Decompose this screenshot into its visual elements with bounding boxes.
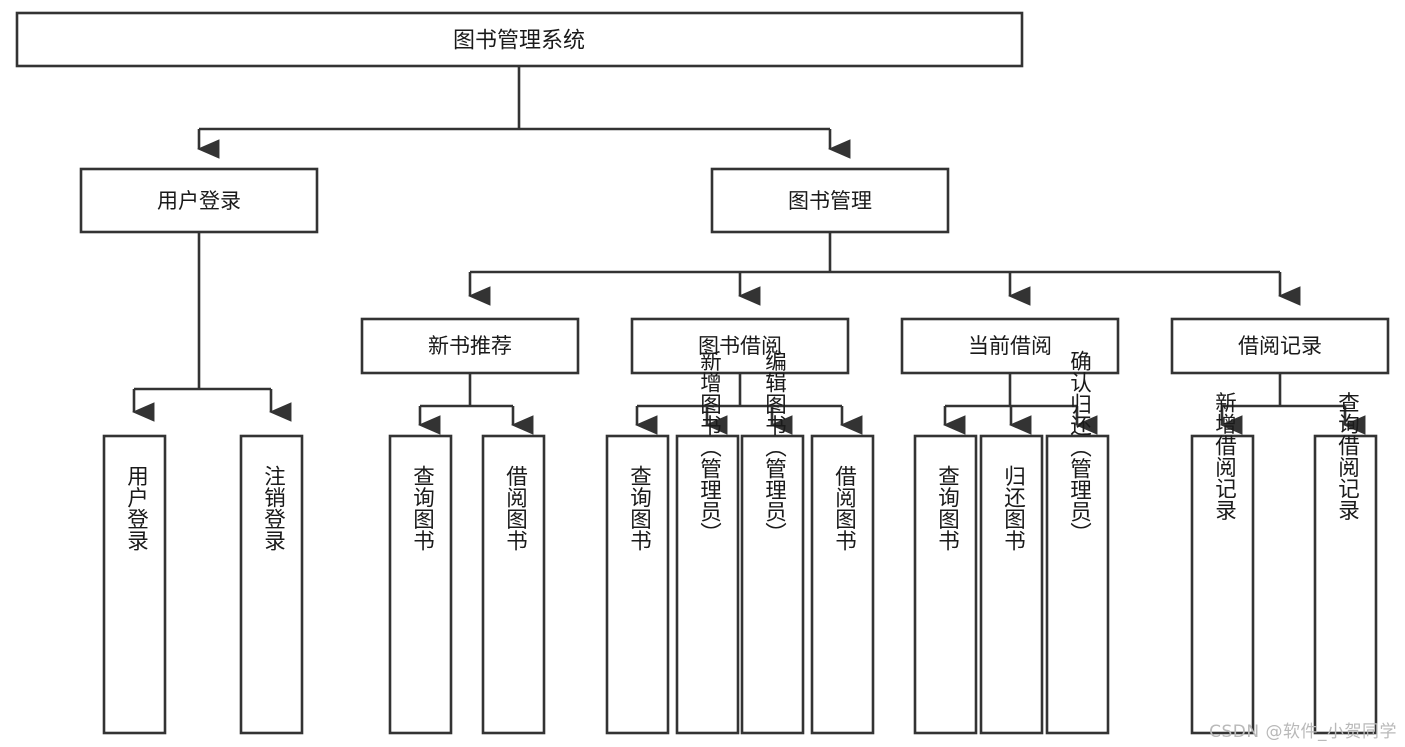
node-current-borrow-label: 当前借阅 xyxy=(968,334,1052,358)
leaf-query-book-1-box xyxy=(388,434,453,735)
csdn-watermark: CSDN @软件_小贺同学 xyxy=(1209,722,1397,742)
leaf-query-book-2-box xyxy=(605,434,670,735)
leaf-query-book-3-label: 查询图书 xyxy=(935,465,960,552)
leaf-confirm-return-box xyxy=(1045,434,1110,735)
connector-current-borrow-to-leaves xyxy=(943,373,1098,435)
node-new-book-recommend-box xyxy=(360,317,580,375)
leaf-borrow-book-2-label: 借阅图书 xyxy=(832,465,857,552)
connector-new-book-recommend-to-leaves xyxy=(418,373,534,435)
node-new-book-recommend[interactable]: 新书推荐 xyxy=(360,317,580,375)
leaf-logout-login-label: 注销登录 xyxy=(261,465,286,552)
leaf-borrow-book-1-label: 借阅图书 xyxy=(503,465,528,552)
leaf-query-book-1[interactable]: 查询图书 xyxy=(388,434,453,735)
leaf-add-record-label: 新增借阅记录 xyxy=(1212,391,1237,521)
leaf-borrow-book-1-box xyxy=(481,434,546,735)
connector-book-management-to-level3 xyxy=(468,232,1301,306)
node-new-book-recommend-label: 新书推荐 xyxy=(428,334,512,358)
leaf-query-book-2-label: 查询图书 xyxy=(627,465,652,552)
leaf-query-record[interactable]: 查询借阅记录 xyxy=(1313,391,1378,735)
connector-user-login-to-leaves xyxy=(132,232,292,422)
leaf-confirm-return[interactable]: 确认归还（管理员） xyxy=(1045,350,1110,735)
leaf-query-book-3-box xyxy=(913,434,978,735)
leaf-add-book[interactable]: 新增图书（管理员） xyxy=(675,350,740,735)
leaf-add-book-label: 新增图书（管理员） xyxy=(697,350,722,544)
leaf-query-record-label: 查询借阅记录 xyxy=(1335,391,1360,521)
leaf-query-book-2[interactable]: 查询图书 xyxy=(605,434,670,735)
leaf-query-record-box xyxy=(1313,434,1378,735)
connector-borrow-record-to-leaves xyxy=(1220,373,1366,435)
leaf-edit-book-box xyxy=(740,434,805,735)
leaf-logout-login[interactable]: 注销登录 xyxy=(239,434,304,735)
node-book-management[interactable]: 图书管理 xyxy=(710,167,950,234)
node-root-label: 图书管理系统 xyxy=(453,29,585,54)
node-book-management-label: 图书管理 xyxy=(788,189,872,213)
leaf-return-book-box xyxy=(979,434,1044,735)
node-user-login-box xyxy=(79,167,319,234)
leaf-add-record-box xyxy=(1190,434,1255,735)
node-book-borrow-label: 图书借阅 xyxy=(698,334,782,358)
node-user-login-label: 用户登录 xyxy=(157,189,241,213)
leaf-return-book[interactable]: 归还图书 xyxy=(979,434,1044,735)
leaf-query-book-1-label: 查询图书 xyxy=(410,465,435,552)
leaf-borrow-book-2-box xyxy=(810,434,875,735)
leaf-query-book-3[interactable]: 查询图书 xyxy=(913,434,978,735)
node-root-box xyxy=(15,11,1024,68)
leaf-logout-login-box xyxy=(239,434,304,735)
node-user-login[interactable]: 用户登录 xyxy=(79,167,319,234)
leaf-user-login-box xyxy=(102,434,167,735)
leaf-user-login[interactable]: 用户登录 xyxy=(102,434,167,735)
node-root[interactable]: 图书管理系统 xyxy=(15,11,1024,68)
leaf-user-login-label: 用户登录 xyxy=(124,465,149,551)
node-borrow-record[interactable]: 借阅记录 xyxy=(1170,317,1390,375)
leaf-add-book-box xyxy=(675,434,740,735)
leaf-edit-book-label: 编辑图书（管理员） xyxy=(762,350,787,544)
connector-book-borrow-to-leaves xyxy=(635,373,863,435)
leaf-confirm-return-label: 确认归还（管理员） xyxy=(1067,350,1092,544)
node-book-borrow[interactable]: 图书借阅 xyxy=(630,317,850,375)
node-borrow-record-box xyxy=(1170,317,1390,375)
leaf-return-book-label: 归还图书 xyxy=(1001,465,1026,552)
leaf-add-record[interactable]: 新增借阅记录 xyxy=(1190,391,1255,735)
node-borrow-record-label: 借阅记录 xyxy=(1238,334,1322,358)
leaf-borrow-book-1[interactable]: 借阅图书 xyxy=(481,434,546,735)
leaf-borrow-book-2[interactable]: 借阅图书 xyxy=(810,434,875,735)
leaf-edit-book[interactable]: 编辑图书（管理员） xyxy=(740,350,805,735)
connector-root-to-level2 xyxy=(197,66,851,159)
